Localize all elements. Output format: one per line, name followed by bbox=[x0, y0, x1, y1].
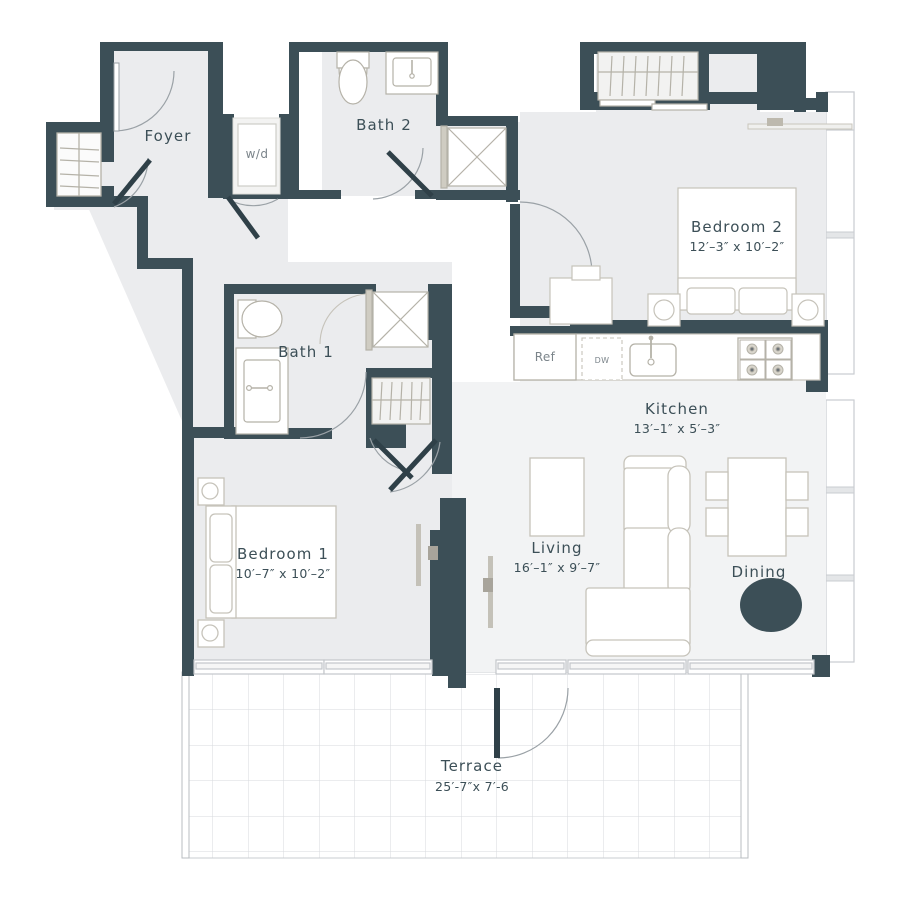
kitchen-counter: Ref DW bbox=[513, 333, 821, 381]
living-dimensions: 16′–1″ x 9′–7″ bbox=[514, 560, 601, 575]
bath2-shower bbox=[440, 125, 507, 189]
bedroom1-label: Bedroom 1 bbox=[237, 545, 329, 563]
bath1-label: Bath 1 bbox=[278, 343, 334, 361]
bedroom2-nightstands bbox=[647, 293, 825, 327]
bath2-fixtures bbox=[336, 51, 439, 105]
washer-dryer-label: w/d bbox=[246, 147, 269, 161]
room-labels: Foyer Bath 2 Bath 1 Bedroom 2 12′–3″ x 1… bbox=[144, 116, 786, 581]
refrigerator-label: Ref bbox=[535, 350, 556, 364]
bath2-label: Bath 2 bbox=[356, 116, 412, 134]
pier-door-jambs bbox=[416, 524, 493, 628]
living-label: Living bbox=[531, 539, 582, 557]
bedroom2-dresser bbox=[549, 265, 613, 325]
bedroom1-dimensions: 10′–7″ x 10′–2″ bbox=[235, 566, 330, 581]
terrace-dimensions: 25′-7″x 7′-6 bbox=[435, 779, 509, 794]
bedroom2-label: Bedroom 2 bbox=[691, 218, 783, 236]
bedroom2-dimensions: 12′–3″ x 10′–2″ bbox=[689, 239, 784, 254]
terrace-region: Terrace 25′-7″x 7′-6 bbox=[181, 671, 749, 859]
bath1-shower bbox=[319, 289, 429, 351]
kitchen-dimensions: 13′–1″ x 5′–3″ bbox=[634, 421, 721, 436]
foyer-closet-shelving bbox=[56, 132, 102, 197]
living-media-console bbox=[529, 457, 585, 537]
dining-label: Dining bbox=[731, 563, 786, 581]
dining-rug-accent bbox=[740, 578, 802, 632]
dishwasher-label: DW bbox=[595, 356, 610, 365]
kitchen-label: Kitchen bbox=[645, 400, 709, 418]
bedroom1-nightstands bbox=[197, 477, 225, 648]
living-sectional-sofa bbox=[585, 455, 691, 657]
washer-dryer-unit: w/d bbox=[232, 117, 281, 195]
bedroom2-wall-shelf bbox=[747, 118, 853, 130]
terrace-label: Terrace bbox=[440, 757, 503, 775]
bath1-fixtures bbox=[235, 299, 289, 435]
hall-closet-shelving bbox=[371, 377, 431, 425]
bedroom2-bed bbox=[677, 187, 797, 315]
foyer-label: Foyer bbox=[144, 127, 191, 145]
door-swings bbox=[112, 62, 593, 759]
bottom-windows bbox=[193, 659, 815, 675]
bedroom1-bed bbox=[205, 505, 337, 619]
bedroom2-closet bbox=[597, 51, 708, 111]
dining-table bbox=[705, 457, 809, 557]
